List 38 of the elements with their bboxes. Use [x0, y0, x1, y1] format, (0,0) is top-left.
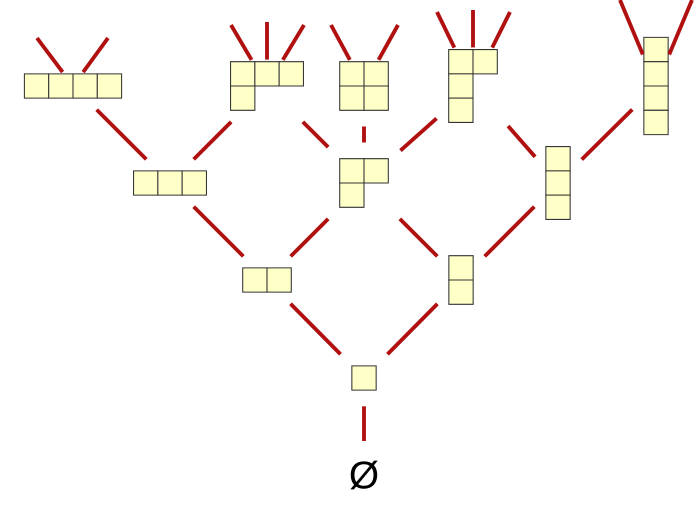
- young-diagram: [448, 49, 498, 123]
- young-diagram: [24, 73, 122, 99]
- young-diagram: [242, 267, 292, 293]
- young-diagram: [339, 61, 389, 111]
- connector-line: [386, 302, 439, 356]
- young-diagram: [339, 158, 389, 208]
- connector-line: [435, 11, 456, 48]
- connector-line: [490, 11, 512, 48]
- connector-line: [289, 302, 342, 356]
- connector-line: [506, 124, 537, 158]
- young-diagram: [351, 365, 377, 391]
- connector-line: [667, 0, 694, 56]
- empty-set-label: Ø: [350, 460, 378, 490]
- connector-line: [398, 217, 439, 258]
- connector-line: [265, 22, 269, 60]
- connector-line: [35, 36, 64, 74]
- connector-line: [229, 24, 254, 61]
- young-diagram: [643, 36, 669, 136]
- connector-line: [376, 24, 400, 61]
- connector-line: [483, 205, 536, 258]
- connector-line: [471, 10, 475, 48]
- connector-line: [95, 108, 148, 161]
- young-diagram: [448, 255, 474, 305]
- young-diagram: [545, 146, 571, 220]
- connector-line: [329, 24, 352, 61]
- connector-line: [301, 120, 330, 149]
- connector-line: [281, 24, 306, 61]
- connector-line: [192, 205, 245, 258]
- connector-line: [362, 406, 366, 441]
- connector-line: [192, 120, 233, 161]
- connector-line: [289, 217, 330, 258]
- connector-line: [580, 108, 634, 161]
- young-diagram: [230, 61, 304, 111]
- connector-line: [618, 0, 645, 56]
- connector-line: [362, 126, 366, 143]
- young-diagram: [133, 170, 207, 196]
- connector-line: [82, 36, 110, 74]
- connector-line: [399, 117, 438, 152]
